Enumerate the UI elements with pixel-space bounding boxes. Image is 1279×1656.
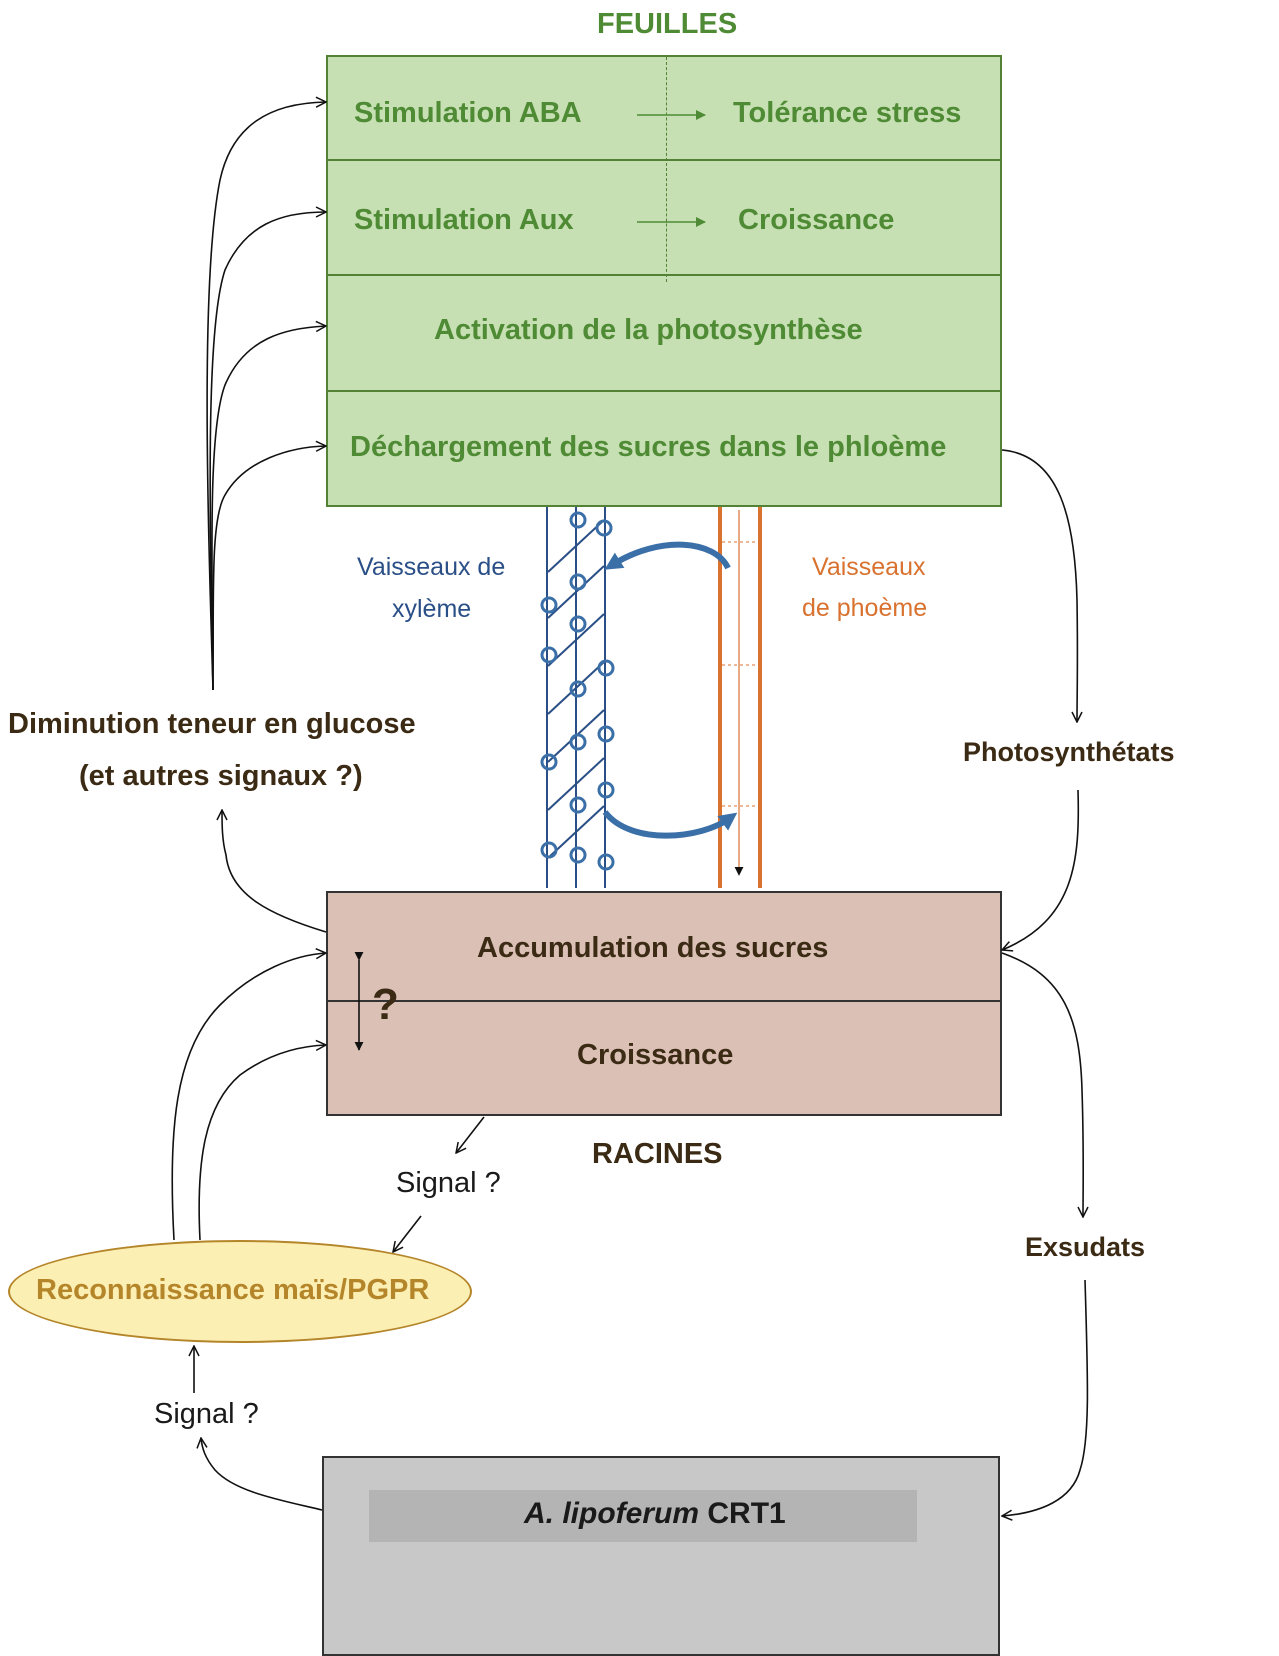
bacteria-strain: CRT1 <box>707 1497 786 1530</box>
glucose-decrease-line1: Diminution teneur en glucose <box>8 708 416 740</box>
photosynthesis-activation-label: Activation de la photosynthèse <box>434 314 863 346</box>
bacteria-box <box>322 1456 1000 1656</box>
leaves-dashed-divider <box>666 57 667 282</box>
roots-to-glucose-arrow <box>222 810 327 933</box>
glucose-decrease-line2: (et autres signaux ?) <box>79 760 363 792</box>
bottom-signal-label: Signal ? <box>154 1398 259 1430</box>
xylem-label-line2: xylème <box>392 595 472 623</box>
sugar-unloading-label: Déchargement des sucres dans le phloème <box>350 431 947 463</box>
root-growth-label: Croissance <box>577 1039 734 1071</box>
bacteria-label: A. lipoferum CRT1 <box>524 1497 786 1531</box>
exudates-to-bacteria <box>1002 1279 1089 1516</box>
bacteria-label-band <box>369 1490 917 1542</box>
bacteria-to-signal-arrow <box>201 1438 323 1511</box>
recognition-to-growth <box>198 1045 326 1241</box>
photosynthates-label: Photosynthétats <box>963 737 1175 767</box>
bacteria-genus: A. lipoferum <box>524 1497 700 1530</box>
xylem-label-line1: Vaisseaux de <box>357 553 506 581</box>
roots-row-divider <box>326 1000 1002 1002</box>
phloem-label-line2: de phoème <box>802 594 928 622</box>
roots-title: RACINES <box>592 1138 723 1170</box>
leaves-title: FEUILLES <box>597 8 738 40</box>
recognition-ellipse <box>8 1240 472 1343</box>
roots-to-signal-arrow <box>456 1116 485 1153</box>
signal-to-recognition-arrow <box>393 1215 422 1252</box>
stress-tolerance-label: Tolérance stress <box>733 97 962 129</box>
recognition-to-sugars <box>171 953 326 1241</box>
roots-box <box>326 891 1002 1116</box>
question-mark: ? <box>372 980 399 1029</box>
xylem-pits <box>540 511 615 871</box>
signal-curve-photosynthesis <box>211 326 326 691</box>
signal-curve-unloading <box>212 446 326 691</box>
xylem-vessel <box>546 507 606 888</box>
flow-arrow-bottom <box>602 810 738 839</box>
stimulation-aba-label: Stimulation ABA <box>354 97 582 129</box>
stimulation-aux-label: Stimulation Aux <box>354 204 574 236</box>
signal-curve-aba <box>206 102 326 691</box>
root-signal-label: Signal ? <box>396 1167 501 1199</box>
leaf-growth-label: Croissance <box>738 204 895 236</box>
flow-arrow-top <box>604 541 731 570</box>
exudates-label: Exsudats <box>1025 1232 1146 1262</box>
leaves-row-divider <box>326 390 1002 392</box>
leaves-box <box>326 55 1002 507</box>
leaves-row-divider <box>326 274 1002 276</box>
photosynthates-to-roots <box>1002 789 1080 950</box>
roots-to-exudates <box>1001 952 1083 1217</box>
leaves-row-divider <box>326 159 1002 161</box>
unloading-to-photosynthates <box>1001 449 1077 722</box>
phloem-label-line1: Vaisseaux <box>812 553 926 581</box>
recognition-label: Reconnaissance maïs/PGPR <box>36 1274 430 1306</box>
signal-curve-aux <box>209 212 326 691</box>
sugar-accumulation-label: Accumulation des sucres <box>477 932 829 964</box>
